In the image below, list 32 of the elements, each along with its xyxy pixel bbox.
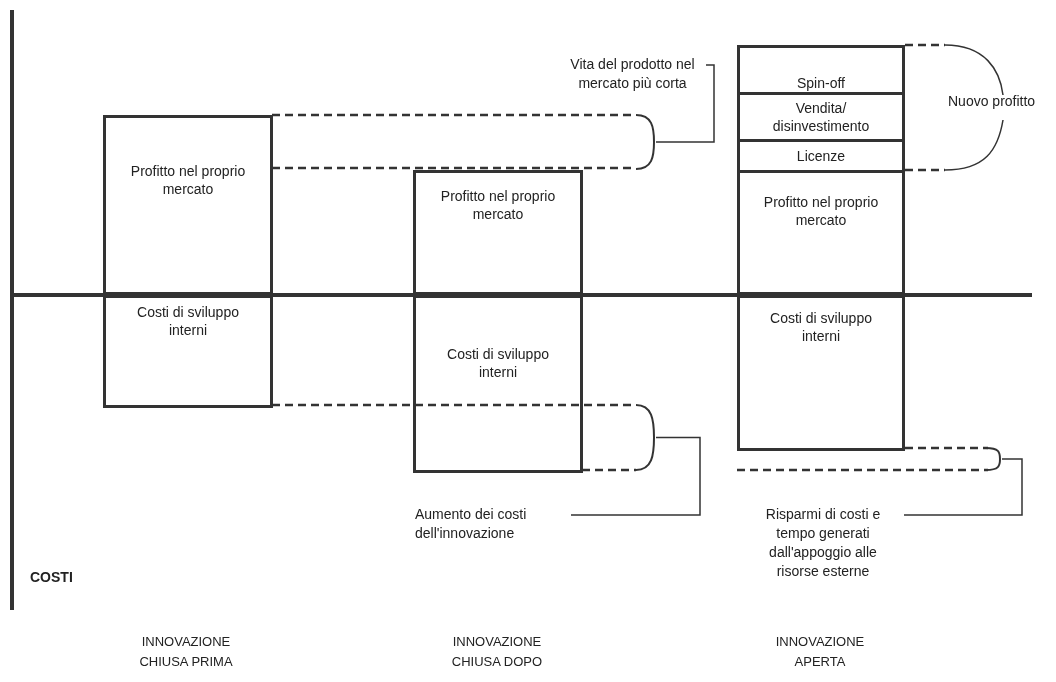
bracket [636,112,656,172]
callout-text: Risparmi di costi e tempo generati dall'appoggio alle risorse esterne [748,505,898,581]
bar-segment [737,292,905,451]
bar-segment [737,170,905,298]
leader-line [903,458,1023,516]
axis-label: COSTI [30,568,74,587]
segment-label: Profitto nel proprio mercato [129,162,247,198]
bar-segment [103,115,273,298]
segment-label: Profitto nel proprio mercato [762,193,880,229]
column-label: INNOVAZIONE APERTA [774,633,866,671]
bar-segment [737,45,905,95]
bar-segment [737,92,905,142]
bracket-label: Nuovo profitto [948,92,1037,111]
bar-segment [413,170,583,298]
column-label: INNOVAZIONE CHIUSA DOPO [450,633,544,671]
callout-text: Aumento dei costi dell'innovazione [415,505,565,543]
segment-label: Profitto nel proprio mercato [439,187,557,223]
bracket [636,402,656,473]
leader-line [655,64,715,143]
bar-segment [737,139,905,173]
bar-segment [103,292,273,408]
callout-text: Vita del prodotto nel mercato più corta [565,55,700,93]
segment-label: Vendita/ disinvestimento [771,99,871,135]
segment-label: Costi di sviluppo interni [769,309,873,345]
segment-label: Spin-off [797,74,845,92]
leader-line [570,436,701,516]
segment-label: Costi di sviluppo interni [446,345,550,381]
segment-label: Licenze [796,147,846,165]
bar-segment [413,292,583,473]
bracket [986,445,1002,473]
segment-label: Costi di sviluppo interni [136,303,240,339]
column-label: INNOVAZIONE CHIUSA PRIMA [138,633,234,671]
